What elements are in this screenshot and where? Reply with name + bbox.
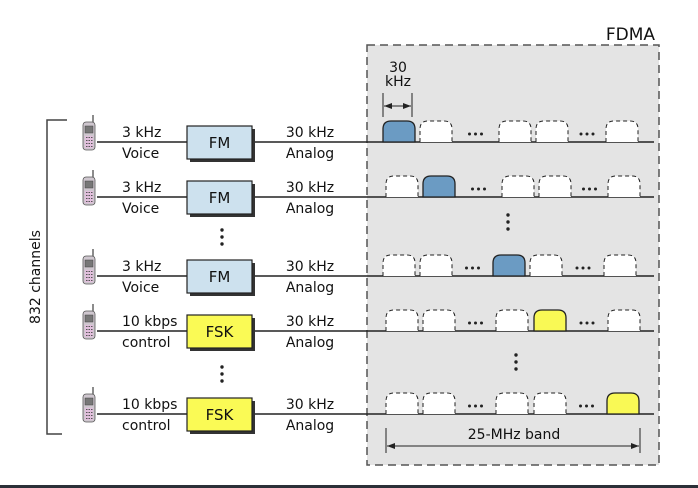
modulator-box <box>186 397 253 432</box>
modulator-label: FSK <box>206 406 235 424</box>
slot-ellipsis <box>575 266 591 270</box>
mobile-phone-icon <box>82 386 96 423</box>
empty-channel-slot <box>419 120 453 142</box>
modulator-box <box>186 259 253 294</box>
empty-channel-slot <box>529 254 563 276</box>
slot-ellipsis <box>579 132 595 136</box>
modulator-label: FSK <box>206 323 235 341</box>
mobile-phone-icon <box>82 169 96 206</box>
ellipsis-right-2 <box>514 353 518 371</box>
channel-width-label-2: kHz <box>385 74 411 90</box>
output-bandwidth-label: 30 kHz <box>286 180 334 196</box>
occupied-channel-slot <box>533 309 567 332</box>
channel-bracket <box>46 119 67 435</box>
input-rate-label: 3 kHz <box>122 180 161 196</box>
modulator-box <box>186 125 253 160</box>
output-type-label: Analog <box>286 201 334 217</box>
slot-ellipsis <box>468 132 483 136</box>
empty-channel-slot <box>607 175 641 197</box>
input-type-label: control <box>122 418 171 434</box>
occupied-channel-slot <box>382 120 416 143</box>
mobile-phone-icon <box>82 248 96 285</box>
mobile-phone-icon <box>82 114 96 151</box>
ellipsis-left-1 <box>220 228 224 246</box>
empty-channel-slot <box>385 392 419 414</box>
slot-ellipsis <box>582 187 597 191</box>
slot-ellipsis <box>468 321 483 325</box>
empty-channel-slot <box>419 254 453 276</box>
input-type-label: Voice <box>122 146 159 162</box>
input-rate-label: 3 kHz <box>122 125 161 141</box>
empty-channel-slot <box>501 175 535 197</box>
output-type-label: Analog <box>286 418 334 434</box>
output-type-label: Analog <box>286 335 334 351</box>
empty-channel-slot <box>382 254 416 276</box>
slot-ellipsis <box>471 187 486 191</box>
input-type-label: Voice <box>122 280 159 296</box>
empty-channel-slot <box>607 309 641 331</box>
channel-width-label-1: 30 <box>389 60 407 76</box>
ellipsis-left-2 <box>220 365 224 383</box>
modulator-label: FM <box>209 189 231 207</box>
output-bandwidth-label: 30 kHz <box>286 259 334 275</box>
output-type-label: Analog <box>286 146 334 162</box>
input-rate-label: 10 kbps <box>122 397 177 413</box>
output-bandwidth-label: 30 kHz <box>286 314 334 330</box>
empty-channel-slot <box>538 175 572 197</box>
empty-channel-slot <box>603 254 637 276</box>
empty-channel-slot <box>385 309 419 331</box>
input-type-label: Voice <box>122 201 159 217</box>
input-type-label: control <box>122 335 171 351</box>
empty-channel-slot <box>495 392 529 414</box>
empty-channel-slot <box>495 309 529 331</box>
modulator-box <box>186 180 253 215</box>
modulator-box <box>186 314 253 349</box>
input-rate-label: 3 kHz <box>122 259 161 275</box>
slot-ellipsis <box>465 266 480 270</box>
occupied-channel-slot <box>492 254 526 277</box>
output-bandwidth-label: 30 kHz <box>286 397 334 413</box>
empty-channel-slot <box>533 392 567 414</box>
occupied-channel-slot <box>606 392 640 415</box>
slot-ellipsis <box>468 404 483 408</box>
ellipsis-right-1 <box>506 213 510 231</box>
empty-channel-slot <box>605 120 639 142</box>
bottom-bar <box>0 485 698 488</box>
modulator-label: FM <box>209 268 231 286</box>
slot-ellipsis <box>579 321 595 325</box>
empty-channel-slot <box>385 175 419 197</box>
occupied-channel-slot <box>422 175 456 198</box>
slot-ellipsis <box>579 404 594 408</box>
empty-channel-slot <box>422 309 456 331</box>
empty-channel-slot <box>422 392 456 414</box>
fdma-title: FDMA <box>606 25 656 45</box>
band-label: 25-MHz band <box>468 427 561 443</box>
empty-channel-slot <box>535 120 569 142</box>
modulator-label: FM <box>209 134 231 152</box>
mobile-phone-icon <box>82 303 96 340</box>
output-type-label: Analog <box>286 280 334 296</box>
channel-count-label: 832 channels <box>28 230 44 324</box>
input-rate-label: 10 kbps <box>122 314 177 330</box>
output-bandwidth-label: 30 kHz <box>286 125 334 141</box>
empty-channel-slot <box>498 120 532 142</box>
